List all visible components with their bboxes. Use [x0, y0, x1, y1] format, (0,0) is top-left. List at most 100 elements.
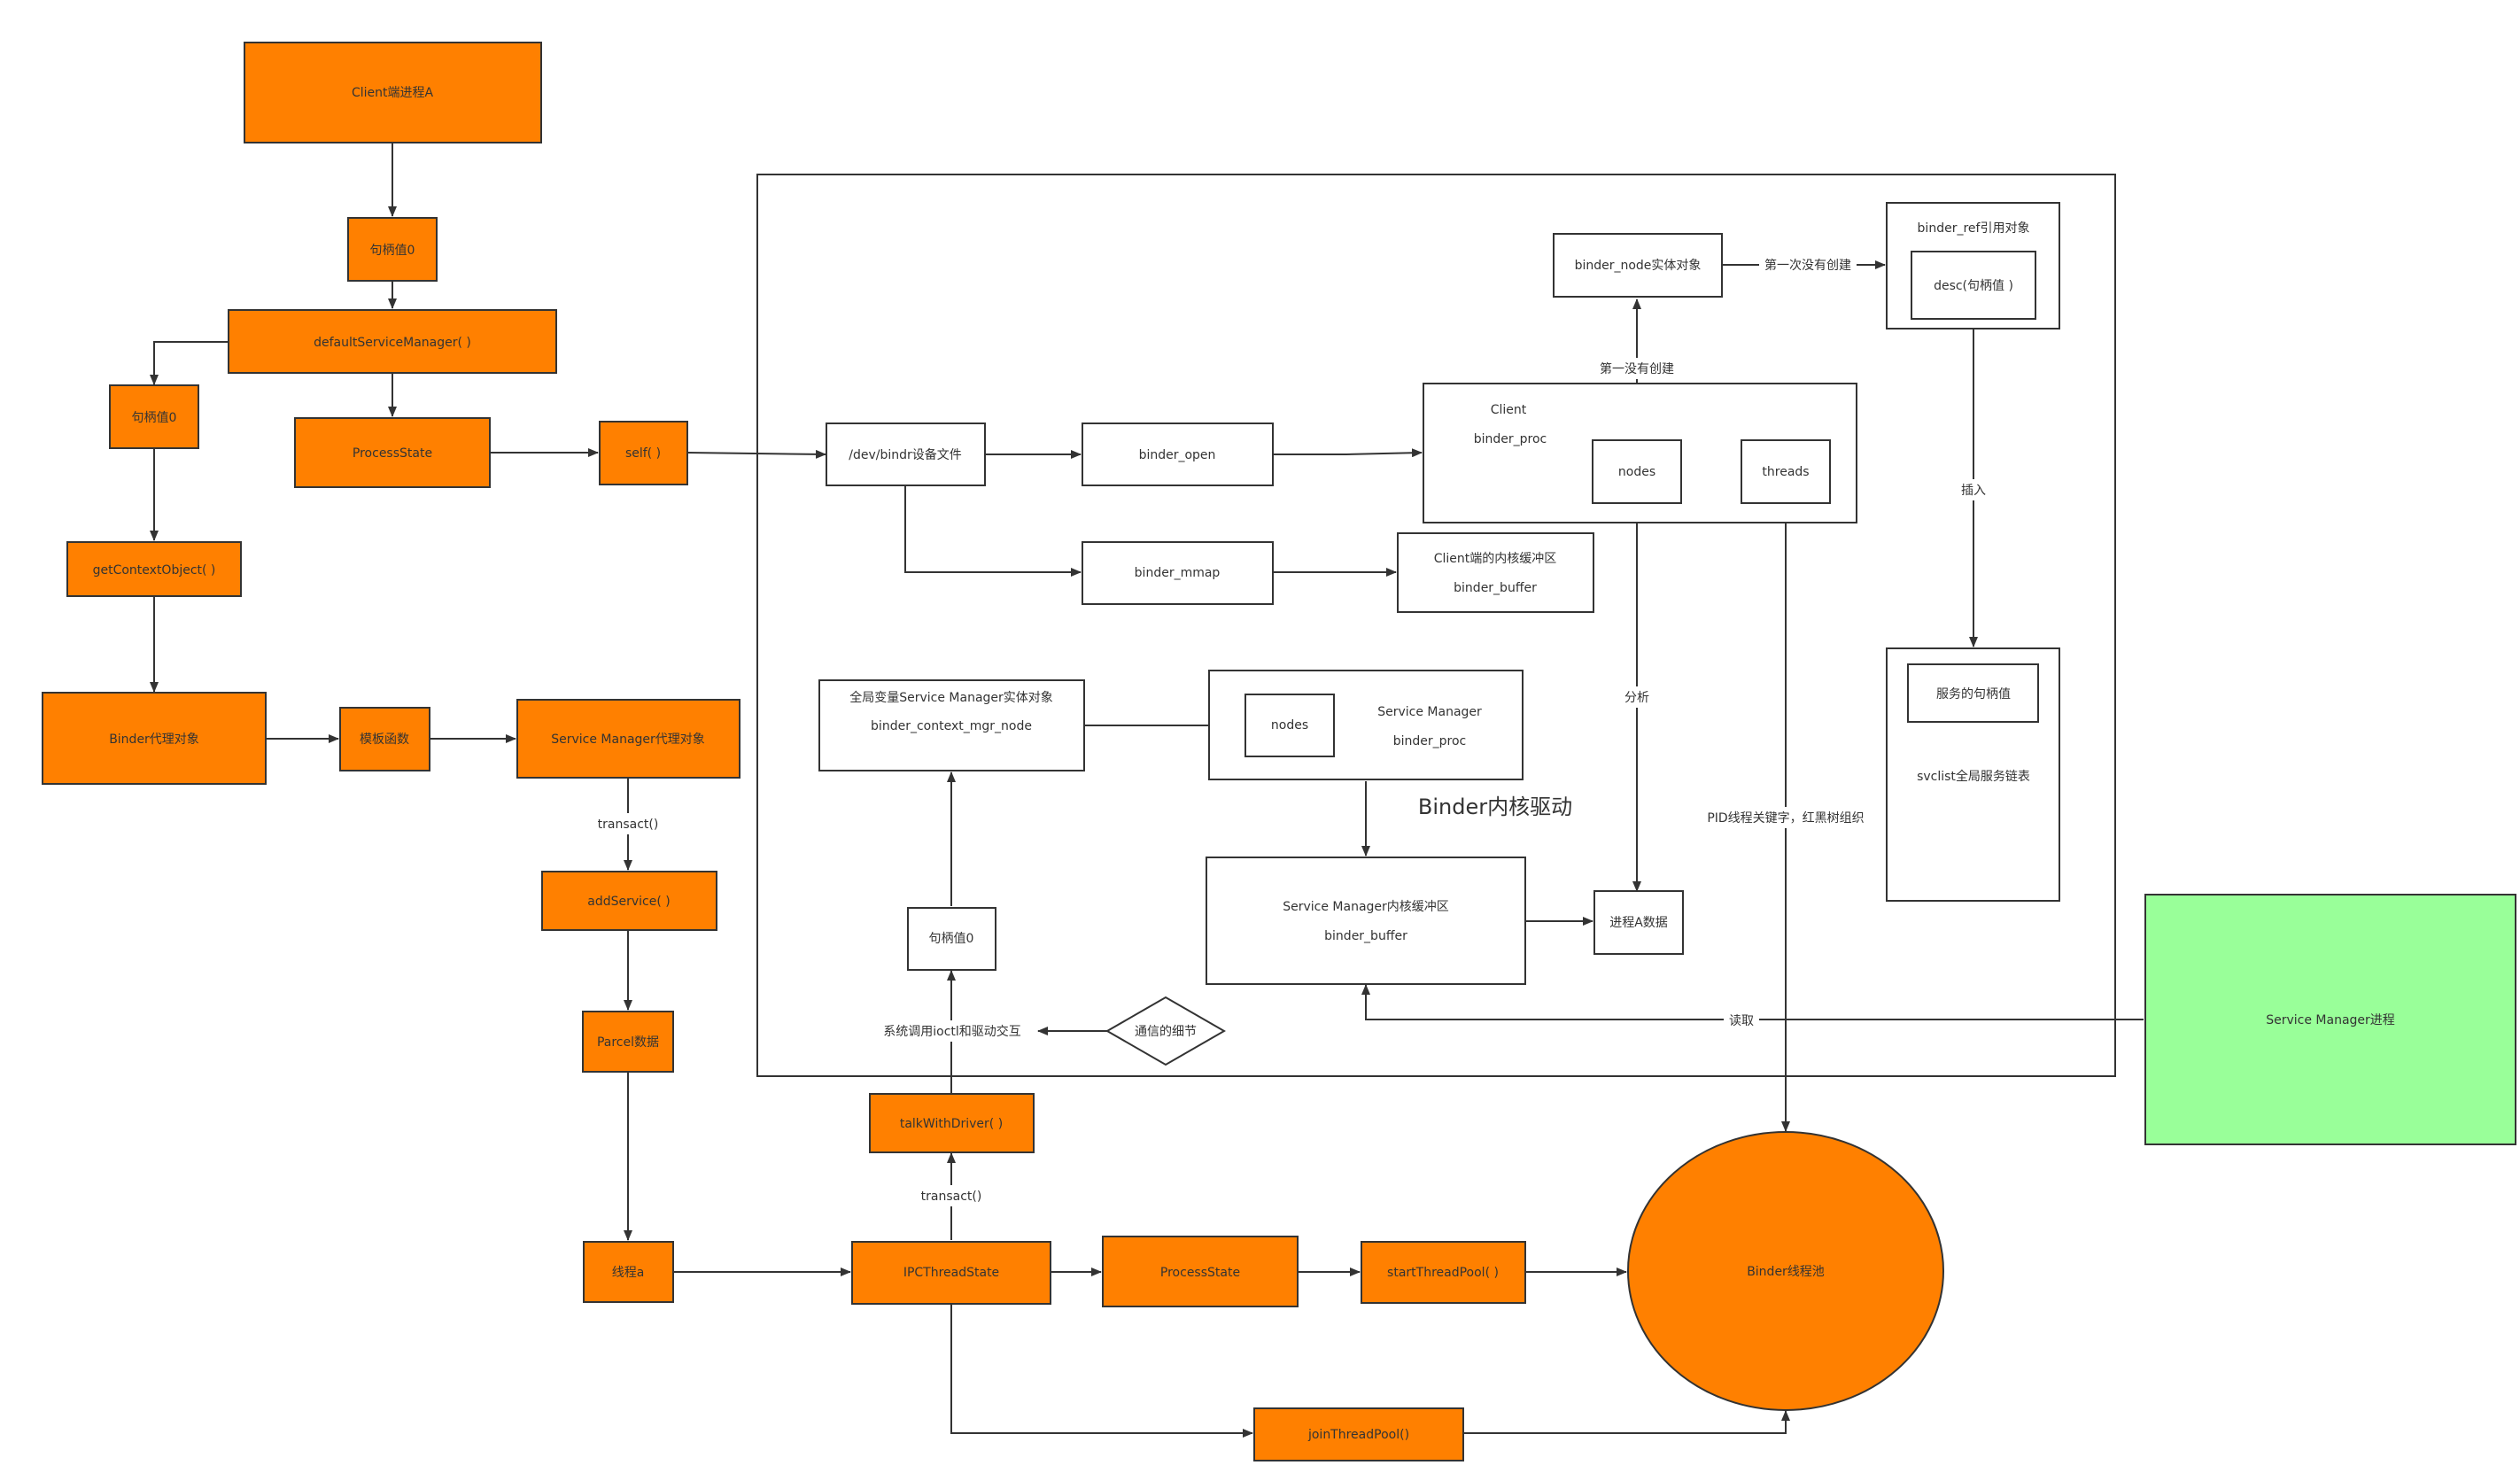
svg-text:self( ): self( )	[625, 446, 661, 461]
svg-text:binder_ref引用对象: binder_ref引用对象	[1918, 221, 2030, 236]
node-client-kernel-buffer[interactable]: Client端的内核缓冲区 binder_buffer	[1397, 532, 1594, 613]
node-client-a[interactable]: Client端进程A	[244, 42, 542, 143]
node-client-nodes[interactable]: nodes	[1592, 439, 1682, 504]
svg-text:joinThreadPool(): joinThreadPool()	[1307, 1428, 1409, 1442]
node-process-a-data[interactable]: 进程A数据	[1593, 890, 1684, 955]
svg-text:binder_buffer: binder_buffer	[1324, 929, 1407, 943]
svg-text:服务的句柄值: 服务的句柄值	[1936, 687, 2011, 702]
svg-text:getContextObject( ): getContextObject( )	[93, 563, 216, 578]
svg-text:Parcel数据: Parcel数据	[597, 1035, 659, 1050]
svg-text:/dev/bindr设备文件: /dev/bindr设备文件	[849, 447, 962, 462]
svg-text:通信的细节: 通信的细节	[1135, 1025, 1197, 1039]
kernel-nodes: /dev/bindr设备文件 binder_open binder_mmap C…	[818, 202, 2060, 1066]
label-read: 读取	[1729, 1013, 1754, 1028]
node-process-state-top[interactable]: ProcessState	[294, 417, 491, 488]
node-process-state-bottom[interactable]: ProcessState	[1102, 1236, 1299, 1307]
label-transact-2: transact()	[921, 1190, 982, 1204]
edge-self-to-dev	[686, 449, 826, 459]
svg-text:Service Manager内核缓冲区: Service Manager内核缓冲区	[1283, 900, 1449, 914]
svg-text:binder_context_mgr_node: binder_context_mgr_node	[871, 719, 1032, 733]
svg-text:Binder线程池: Binder线程池	[1747, 1265, 1825, 1279]
edges	[150, 143, 2144, 1438]
svg-text:线程a: 线程a	[612, 1266, 645, 1280]
label-first-create: 第一没有创建	[1600, 361, 1674, 376]
svg-text:binder_node实体对象: binder_node实体对象	[1575, 259, 1702, 273]
svg-text:startThreadPool( ): startThreadPool( )	[1387, 1266, 1499, 1280]
label-first-time: 第一次没有创建	[1764, 258, 1851, 273]
node-talk-with-driver[interactable]: talkWithDriver( )	[869, 1093, 1035, 1153]
edge-dev-to-mmap	[904, 485, 1082, 577]
svg-text:defaultServiceManager( ): defaultServiceManager( )	[314, 336, 471, 350]
svg-text:threads: threads	[1762, 465, 1809, 479]
svg-text:全局变量Service Manager实体对象: 全局变量Service Manager实体对象	[849, 690, 1053, 705]
edge-labels: transact() transact() 第一没有创建 第一次没有创建 插入 …	[593, 254, 1991, 1206]
node-add-service[interactable]: addService( )	[541, 871, 717, 931]
node-binder-proxy[interactable]: Binder代理对象	[42, 692, 267, 785]
svg-text:IPCThreadState: IPCThreadState	[903, 1266, 999, 1280]
node-thread-a[interactable]: 线程a	[583, 1241, 674, 1303]
label-analyze: 分析	[1624, 691, 1649, 705]
node-ipc-thread-state[interactable]: IPCThreadState	[851, 1241, 1051, 1305]
svg-text:nodes: nodes	[1271, 718, 1308, 733]
svg-text:addService( ): addService( )	[587, 895, 670, 909]
svg-text:binder_proc: binder_proc	[1393, 734, 1467, 748]
node-get-context-object[interactable]: getContextObject( )	[66, 541, 242, 597]
svg-text:句柄值0: 句柄值0	[370, 244, 415, 258]
node-template-function[interactable]: 模板函数	[339, 707, 430, 771]
kernel-driver-title: Binder内核驱动	[1418, 795, 1572, 819]
edge-open-to-clientproc	[1273, 448, 1423, 458]
svg-text:binder_open: binder_open	[1139, 448, 1216, 462]
svg-text:nodes: nodes	[1618, 465, 1655, 479]
svg-text:Service Manager进程: Service Manager进程	[2266, 1013, 2395, 1027]
node-self[interactable]: self( )	[599, 421, 688, 485]
node-start-thread-pool[interactable]: startThreadPool( )	[1361, 1241, 1526, 1304]
node-sm-process[interactable]: Service Manager进程	[2144, 894, 2516, 1145]
node-desc-handle[interactable]: desc(句柄值 )	[1911, 251, 2036, 320]
edge-join-to-pool	[1463, 1410, 1790, 1434]
label-transact-1: transact()	[598, 818, 659, 832]
node-join-thread-pool[interactable]: joinThreadPool()	[1253, 1407, 1464, 1461]
svg-text:desc(句柄值 ): desc(句柄值 )	[1934, 279, 2013, 293]
node-sm-proxy[interactable]: Service Manager代理对象	[516, 699, 740, 779]
svg-text:binder_buffer: binder_buffer	[1454, 581, 1537, 595]
user-space-nodes: Client端进程A 句柄值0 defaultServiceManager( )…	[42, 42, 2516, 1461]
svg-text:进程A数据: 进程A数据	[1609, 916, 1668, 930]
node-dev-binder[interactable]: /dev/bindr设备文件	[826, 423, 986, 486]
node-binder-mmap[interactable]: binder_mmap	[1082, 541, 1274, 605]
svg-text:Client端进程A: Client端进程A	[352, 86, 434, 100]
node-handle0-left[interactable]: 句柄值0	[109, 384, 199, 449]
svg-text:Client端的内核缓冲区: Client端的内核缓冲区	[1434, 552, 1557, 566]
svg-text:Binder代理对象: Binder代理对象	[109, 733, 199, 747]
node-parcel[interactable]: Parcel数据	[582, 1011, 674, 1073]
node-context-mgr-node[interactable]: 全局变量Service Manager实体对象 binder_context_m…	[818, 679, 1085, 771]
node-client-threads[interactable]: threads	[1741, 439, 1831, 504]
svg-text:binder_proc: binder_proc	[1474, 432, 1547, 446]
edge-ipc-to-join	[950, 1304, 1253, 1438]
node-sm-kernel-buffer[interactable]: Service Manager内核缓冲区 binder_buffer	[1206, 857, 1526, 985]
label-pid-key: PID线程关键字，红黑树组织	[1707, 811, 1864, 826]
svg-text:svclist全局服务链表: svclist全局服务链表	[1917, 769, 2030, 784]
node-binder-thread-pool[interactable]: Binder线程池	[1627, 1131, 1944, 1411]
node-comm-detail[interactable]: 通信的细节	[1105, 996, 1227, 1066]
node-service-handle[interactable]: 服务的句柄值	[1907, 663, 2039, 723]
label-ioctl: 系统调用ioctl和驱动交互	[883, 1024, 1021, 1039]
svg-text:Client: Client	[1491, 403, 1527, 417]
node-handle0-top[interactable]: 句柄值0	[347, 217, 438, 282]
svg-text:Service Manager: Service Manager	[1377, 705, 1482, 719]
svg-text:ProcessState: ProcessState	[353, 446, 432, 461]
node-binder-open[interactable]: binder_open	[1082, 423, 1274, 486]
svg-text:模板函数: 模板函数	[360, 733, 409, 747]
edge-smprocess-to-smbuf	[1361, 984, 2144, 1020]
kernel-driver-region	[756, 174, 2116, 1077]
label-insert: 插入	[1961, 484, 1986, 498]
node-binder-node-entity[interactable]: binder_node实体对象	[1553, 233, 1723, 298]
node-sm-nodes[interactable]: nodes	[1244, 694, 1335, 757]
svg-text:ProcessState: ProcessState	[1160, 1266, 1240, 1280]
edge-default-to-handle-left	[150, 341, 229, 385]
node-default-service-manager[interactable]: defaultServiceManager( )	[228, 309, 557, 374]
svg-text:句柄值0: 句柄值0	[929, 932, 974, 946]
svg-text:talkWithDriver( ): talkWithDriver( )	[900, 1117, 1003, 1131]
node-handle0-mid[interactable]: 句柄值0	[907, 907, 996, 971]
svg-text:Service Manager代理对象: Service Manager代理对象	[551, 733, 705, 747]
